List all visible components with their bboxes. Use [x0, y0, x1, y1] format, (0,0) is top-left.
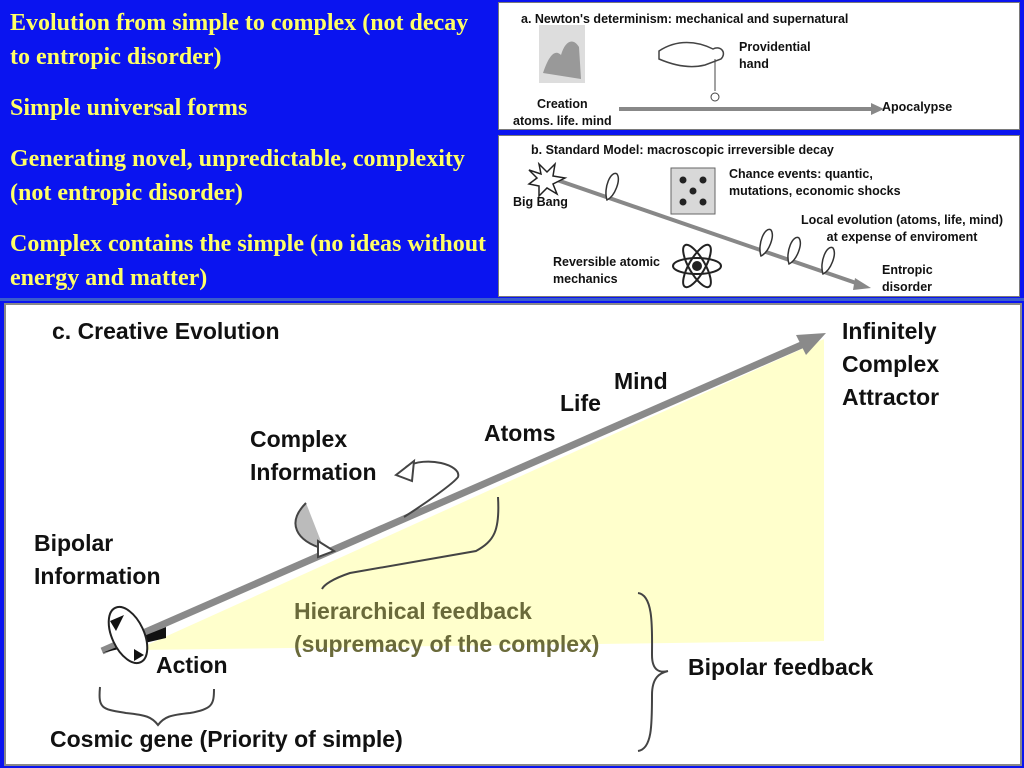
panel-b-title: b. Standard Model: macroscopic irreversi…: [531, 143, 834, 157]
bipolar-feedback-label: Bipolar feedback: [688, 654, 874, 680]
hierarchical-brace: [321, 496, 500, 590]
creation-hand-icon: [539, 25, 585, 83]
big-bang-label: Big Bang: [513, 195, 568, 209]
action-label: Action: [156, 652, 228, 678]
panel-a-title: a. Newton's determinism: mechanical and …: [521, 12, 849, 26]
chance-events-label: Chance events: quantic, mutations, econo…: [729, 167, 901, 198]
hierarchical-feedback-curl-icon: [294, 458, 460, 559]
panel-c-drawing: [98, 333, 826, 752]
bipolar-loop-icon: [107, 605, 149, 665]
bipolar-information-label: Bipolar Information: [34, 530, 161, 589]
atoms-label: Atoms: [484, 420, 556, 446]
bullet-3: Generating novel, unpredictable, complex…: [10, 146, 465, 206]
life-label: Life: [560, 390, 601, 416]
providential-hand-icon: [658, 41, 725, 102]
bullet-2: Simple universal forms: [10, 95, 248, 121]
panel-a-drawing: [539, 25, 884, 115]
panel-c-title: c. Creative Evolution: [52, 318, 280, 344]
panel-standard-model: b. Standard Model: macroscopic irreversi…: [498, 135, 1020, 297]
mind-label: Mind: [614, 368, 668, 394]
big-bang-icon: [527, 161, 568, 198]
panel-newton: a. Newton's determinism: mechanical and …: [498, 2, 1020, 130]
evolution-loop-icon: [821, 246, 835, 276]
panel-b-drawing: [527, 161, 871, 290]
dice-icon: [670, 167, 716, 215]
apocalypse-label: Apocalypse: [882, 100, 953, 114]
reversible-mechanics-label: Reversible atomic mechanics: [553, 255, 660, 286]
evolution-arrow-line: [100, 339, 808, 655]
evolution-arrow-head: [796, 333, 826, 355]
evolution-loop-icon: [787, 236, 801, 266]
panel-creative-evolution: c. Creative Evolution Infinitely Complex…: [4, 303, 1022, 766]
complex-information-label: Complex Information: [250, 426, 377, 485]
creation-label: Creation atoms. life. mind: [513, 97, 612, 128]
hierarchical-feedback-label: Hierarchical feedback (supremacy of the …: [294, 598, 600, 657]
providential-hand-label: Providential hand: [739, 40, 811, 71]
timeline-arrow-head: [871, 103, 884, 115]
cosmic-gene-label: Cosmic gene (Priority of simple): [50, 726, 403, 752]
attractor-label: Infinitely Complex Attractor: [842, 318, 940, 410]
atom-icon: [672, 243, 722, 289]
bullet-list: Evolution from simple to complex (not de…: [10, 6, 488, 312]
entropic-disorder-label: Entropic disorder: [882, 263, 933, 294]
complexity-wedge: [136, 339, 824, 650]
local-evolution-label: Local evolution (atoms, life, mind) at e…: [801, 213, 1004, 244]
bullet-4: Complex contains the simple (no ideas wi…: [10, 231, 487, 291]
cosmic-gene-brace: [98, 686, 215, 727]
divider-line: [0, 298, 1024, 301]
bullet-1: Evolution from simple to complex (not de…: [10, 10, 469, 70]
evolution-loop-icon: [759, 228, 773, 258]
decay-arrow-head: [853, 278, 871, 290]
bipolar-feedback-brace: [637, 592, 669, 752]
fluctuation-loop-icon: [605, 172, 619, 202]
